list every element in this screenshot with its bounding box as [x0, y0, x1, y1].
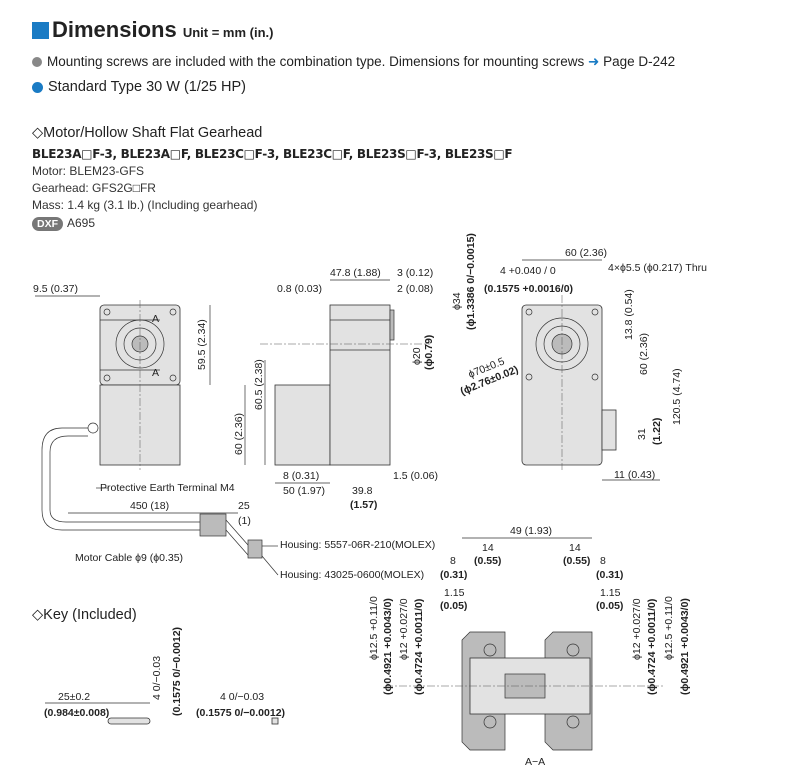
rear-view	[521, 295, 617, 470]
key-dim-4: 4 0/−0.03	[220, 691, 264, 703]
key-dim-25: 25±0.2	[58, 691, 90, 703]
page-link[interactable]: Page D-242	[603, 54, 676, 69]
dim-phi12-5-left: ϕ12.5 +0.11/0	[368, 596, 380, 660]
dim-1-5: 1.5 (0.06)	[393, 470, 438, 482]
housing-2-label: Housing: 43025-0600(MOLEX)	[280, 569, 424, 581]
header-square-icon	[32, 22, 49, 39]
dim-1-22: (1.22)	[651, 418, 663, 445]
view-a-bottom: A	[152, 367, 159, 379]
motor-spec: Motor: BLEM23-GFS	[32, 164, 145, 178]
dim-1-15-right: 1.15	[600, 587, 621, 599]
dim-055-left: (0.55)	[474, 555, 501, 567]
standard-type-heading: Standard Type 30 W (1/25 HP)	[32, 79, 246, 95]
dim-14-right: 14	[569, 542, 581, 554]
dim-031-left: (0.31)	[440, 569, 467, 581]
key-dim-0984: (0.984±0.008)	[44, 707, 109, 719]
dim-60-top: 60 (2.36)	[565, 247, 607, 259]
dim-4-tol: 4 +0.040 / 0	[500, 265, 556, 277]
dxf-badge[interactable]: DXF	[32, 217, 63, 231]
dim-25: 25	[238, 500, 250, 512]
dim-8-right: 8	[600, 555, 606, 567]
dim-120-5: 120.5 (4.74)	[671, 368, 683, 425]
dim-phi20: ϕ20	[411, 347, 423, 365]
page-title: Dimensions Unit = mm (in.)	[52, 17, 274, 42]
dim-0-8: 0.8 (0.03)	[277, 283, 322, 295]
dim-0-1575: (0.1575 +0.0016/0)	[484, 283, 573, 295]
dim-8: 8 (0.31)	[283, 470, 319, 482]
dim-phi04921-left: (ϕ0.4921 +0.0043/0)	[382, 598, 394, 695]
section-key-title: ◇Key (Included)	[32, 607, 137, 623]
section-label: A−A	[525, 756, 545, 768]
key-drawing	[107, 717, 279, 725]
dim-50: 50 (1.97)	[283, 485, 325, 497]
dim-60-5: 60.5 (2.38)	[253, 359, 265, 410]
dim-phi12-left: ϕ12 +0.027/0	[398, 598, 410, 660]
dim-60-right: 60 (2.36)	[638, 333, 650, 375]
mass-spec: Mass: 1.4 kg (3.1 lb.) (Including gearhe…	[32, 198, 258, 212]
dim-8-left: 8	[450, 555, 456, 567]
note-bullet-icon	[32, 57, 42, 68]
dim-3: 3 (0.12)	[397, 267, 433, 279]
dim-25-inch: (1)	[238, 515, 251, 527]
dim-005-right: (0.05)	[596, 600, 623, 612]
dim-031-right: (0.31)	[596, 569, 623, 581]
dim-phi12-right: ϕ12 +0.027/0	[631, 598, 643, 660]
dim-phi04724-left: (ϕ0.4724 +0.0011/0)	[413, 599, 425, 695]
dim-13-8: 13.8 (0.54)	[623, 289, 635, 340]
section-motor-title: ◇Motor/Hollow Shaft Flat Gearhead	[32, 125, 263, 141]
dim-59-5: 59.5 (2.34)	[196, 319, 208, 370]
dim-31: 31	[636, 428, 648, 440]
standard-bullet-icon	[32, 81, 43, 93]
dim-9-5: 9.5 (0.37)	[33, 283, 78, 295]
dim-phi04724-right: (ϕ0.4724 +0.0011/0)	[646, 599, 658, 695]
pe-terminal-label: Protective Earth Terminal M4	[100, 482, 235, 494]
dim-2: 2 (0.08)	[397, 283, 433, 295]
dim-phi079: (ϕ0.79)	[423, 335, 435, 370]
dim-005-left: (0.05)	[440, 600, 467, 612]
dim-1-57: (1.57)	[350, 499, 377, 511]
key-dim-4-vertical: 4 0/−0.03	[151, 656, 163, 700]
mounting-note: Mounting screws are included with the co…	[32, 54, 675, 70]
dim-47-8: 47.8 (1.88)	[330, 267, 381, 279]
housing-1-label: Housing: 5557-06R-210(MOLEX)	[280, 539, 435, 551]
dim-1-15-left: 1.15	[444, 587, 465, 599]
unit-label: Unit = mm (in.)	[182, 25, 274, 40]
dim-60-left: 60 (2.36)	[233, 413, 245, 455]
key-dim-01575: (0.1575 0/−0.0012)	[196, 707, 285, 719]
front-view	[87, 300, 181, 470]
dim-phi04921-right: (ϕ0.4921 +0.0043/0)	[679, 598, 691, 695]
dim-450: 450 (18)	[130, 500, 169, 512]
dim-39-8: 39.8	[352, 485, 373, 497]
dim-phi1-3386: (ϕ1.3386 0/−0.0015)	[465, 233, 477, 330]
dim-phi34: ϕ34	[451, 292, 463, 310]
dim-055-right: (0.55)	[563, 555, 590, 567]
view-a-top: A	[152, 313, 159, 325]
dim-phi12-5-right: ϕ12.5 +0.11/0	[663, 596, 675, 660]
key-dim-01575-vertical: (0.1575 0/−0.0012)	[171, 627, 183, 716]
dim-holes: 4×ϕ5.5 (ϕ0.217) Thru	[608, 262, 707, 274]
arrow-icon: ➜	[588, 54, 600, 69]
model-list: BLE23A□F-3, BLE23A□F, BLE23C□F-3, BLE23C…	[32, 147, 513, 161]
side-view	[260, 304, 430, 466]
dim-14-left: 14	[482, 542, 494, 554]
motor-cable-label: Motor Cable ϕ9 (ϕ0.35)	[75, 552, 183, 564]
dim-11: 11 (0.43)	[614, 469, 655, 481]
dim-49: 49 (1.93)	[510, 525, 552, 537]
gearhead-spec: Gearhead: GFS2G□FR	[32, 181, 156, 195]
section-view	[385, 631, 665, 751]
